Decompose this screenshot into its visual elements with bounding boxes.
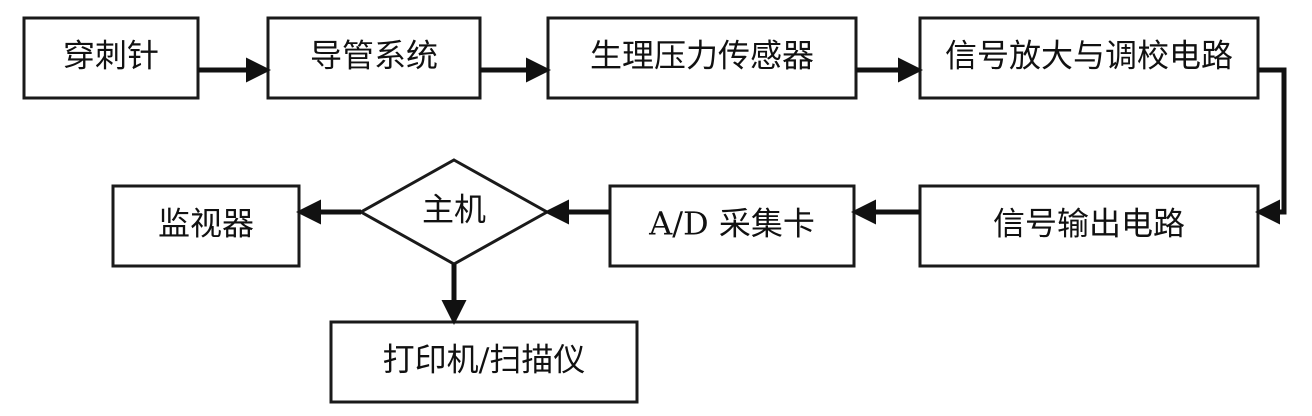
- node-signal-output: 信号输出电路: [918, 184, 1260, 268]
- node-pressure-sensor: 生理压力传感器: [546, 16, 858, 100]
- node-ad-card: A/D 采集卡: [608, 184, 856, 268]
- node-puncture-needle-label: 穿刺针: [63, 37, 159, 75]
- node-catheter-system: 导管系统: [266, 16, 482, 100]
- node-host: 主机: [357, 158, 551, 266]
- node-monitor-label: 监视器: [158, 205, 254, 243]
- node-signal-amplifier-label: 信号放大与调校电路: [945, 37, 1233, 75]
- node-puncture-needle: 穿刺针: [22, 16, 200, 100]
- node-ad-card-label: A/D 采集卡: [648, 205, 815, 243]
- node-printer-scanner: 打印机/扫描仪: [329, 320, 639, 404]
- arrow-amplifier-to-output: [1255, 67, 1287, 225]
- node-pressure-sensor-label: 生理压力传感器: [590, 37, 814, 75]
- node-catheter-system-label: 导管系统: [310, 37, 438, 75]
- node-signal-output-label: 信号输出电路: [993, 205, 1185, 243]
- node-host-label: 主机: [422, 191, 486, 229]
- node-printer-scanner-label: 打印机/扫描仪: [383, 341, 586, 379]
- node-signal-amplifier: 信号放大与调校电路: [918, 16, 1260, 100]
- node-monitor: 监视器: [111, 184, 301, 268]
